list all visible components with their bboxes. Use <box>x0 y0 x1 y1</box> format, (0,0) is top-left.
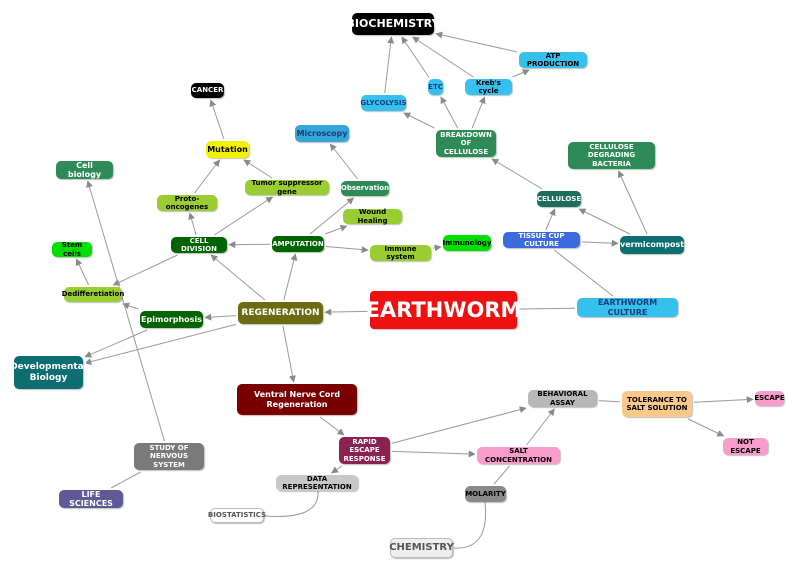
node-dedifferentiation[interactable]: Dedifferetiation <box>62 287 124 302</box>
edge-celldiv-to-proto <box>188 212 197 236</box>
edge-breakdown-to-etc <box>440 96 459 129</box>
edge-regeneration-to-devbio <box>84 323 237 365</box>
edge-nervous-to-cellbio <box>86 180 165 442</box>
node-salt-concentration[interactable]: SALT CONCENTRATION <box>477 447 560 464</box>
node-krebs-cycle[interactable]: Kreb's cycle <box>465 79 512 95</box>
node-behavioral-assay[interactable]: BEHAVIORAL ASSAY <box>528 390 597 407</box>
node-biostatistics[interactable]: BIOSTATISTICS <box>208 508 266 523</box>
edge-atp-to-biochemistry <box>435 31 518 53</box>
node-mutation[interactable]: Mutation <box>206 141 249 158</box>
edge-celldiv-to-tumor <box>214 196 274 236</box>
node-microscopy[interactable]: Microscopy <box>295 125 349 142</box>
node-tumor-suppressor-gene[interactable]: Tumor suppressor gene <box>245 179 329 196</box>
node-biochemistry[interactable]: BIOCHEMISTRY <box>347 13 439 35</box>
node-cancer[interactable]: CANCER <box>191 83 224 98</box>
node-breakdown-of-cellulose[interactable]: BREAKDOWN OF CELLULOSE <box>436 130 496 157</box>
edge-dediff-to-stemcells <box>75 258 90 286</box>
edge-salt-to-behavioral <box>526 408 555 446</box>
edge-tissuecup-to-cellulose <box>545 208 556 231</box>
edge-molarity-to-salt <box>493 465 510 485</box>
node-proto-oncogenes[interactable]: Proto-oncogenes <box>157 195 217 211</box>
edge-krebs-to-atp <box>512 69 530 78</box>
node-ventral-nerve-cord-regeneration[interactable]: Ventral Nerve Cord Regeneration <box>237 384 357 415</box>
edge-vermicompost-to-cellulose_bact <box>617 170 648 235</box>
edge-amputation-to-observation <box>309 197 355 235</box>
edge-molarity-chemistry <box>453 501 487 549</box>
edge-epimorphosis-to-devbio <box>84 329 148 358</box>
node-study-of-nervous-system[interactable]: STUDY OF NERVOUS SYSTEM <box>134 443 204 470</box>
edge-ewculture-to-tissuecup <box>553 249 614 297</box>
node-cellulose-degrading-bacteria[interactable]: CELLULOSE DEGRADING BACTERIA <box>568 142 655 169</box>
node-observation[interactable]: Observation <box>341 181 389 196</box>
edge-rapid-to-salt <box>391 450 476 458</box>
node-regeneration[interactable]: REGENERATION <box>238 302 323 324</box>
node-developmental-biology[interactable]: Developmental Biology <box>10 356 87 389</box>
edge-regeneration-to-amputation <box>283 253 298 301</box>
edge-cellulose-to-breakdown <box>491 158 543 190</box>
node-cell-division[interactable]: CELL DIVISION <box>171 237 227 253</box>
edge-regeneration-to-celldiv <box>210 254 266 301</box>
edge-tolerance-to-escape <box>693 396 754 404</box>
node-not-escape[interactable]: NOT ESCAPE <box>723 438 768 455</box>
node-data-representation[interactable]: DATA REPRESENTATION <box>276 475 358 491</box>
edge-proto-to-mutation <box>194 159 220 194</box>
node-etc[interactable]: ETC <box>428 79 443 95</box>
edge-glycolysis-to-biochemistry <box>384 36 395 94</box>
edge-earthworm-to-ewculture <box>518 307 576 310</box>
node-cellulose[interactable]: CELLULOSE <box>537 191 581 207</box>
node-immune-system[interactable]: Immune system <box>370 245 431 261</box>
edge-amputation-to-wound <box>324 224 348 235</box>
node-tolerance-to-salt-solution[interactable]: TOLERANCE TO SALT SOLUTION <box>622 391 692 417</box>
edge-vermicompost-to-cellulose <box>578 208 630 235</box>
edge-amputation-to-immune <box>325 245 369 254</box>
edge-regeneration-to-vnc <box>282 325 296 383</box>
edge-nervous-to-lifesci <box>110 471 141 489</box>
node-immunology[interactable]: Immunology <box>443 235 491 251</box>
edge-observation-to-microscopy <box>329 143 358 180</box>
node-molarity[interactable]: MOLARITY <box>465 486 506 502</box>
edge-krebs-to-biochemistry <box>412 36 474 78</box>
node-earthworm-culture[interactable]: EARTHWORM CULTURE <box>577 298 678 317</box>
node-vermicompost[interactable]: vermicompost <box>620 236 684 254</box>
node-earthworm[interactable]: EARTHWORM <box>366 291 521 329</box>
edge-etc-to-biochemistry <box>401 36 430 78</box>
node-atp-production[interactable]: ATP PRODUCTION <box>519 52 587 68</box>
node-escape[interactable]: ESCAPE <box>754 391 785 406</box>
edge-rapid-to-datarep <box>331 465 343 474</box>
edge-epimorphosis-to-dediff <box>122 302 139 310</box>
edge-regeneration-to-epimorphosis <box>204 313 237 321</box>
edge-datarep-biostat <box>264 490 319 517</box>
edge-behavioral-to-tolerance <box>598 400 621 403</box>
node-cell-biology[interactable]: Cell biology <box>56 161 113 179</box>
node-tissue-cup-culture[interactable]: TISSUE CUP CULTURE <box>503 232 580 248</box>
node-amputation[interactable]: AMPUTATION <box>272 236 324 252</box>
edge-earthworm-to-regeneration <box>324 308 369 316</box>
node-stem-cells[interactable]: Stem cells <box>52 241 92 258</box>
node-rapid-escape-response[interactable]: RAPID ESCAPE RESPONSE <box>339 437 390 464</box>
edge-tumor-to-mutation <box>243 159 273 179</box>
edge-vnc-to-rapid <box>319 416 345 436</box>
edge-breakdown-to-krebs <box>471 96 486 129</box>
node-chemistry[interactable]: CHEMISTRY <box>389 538 454 558</box>
edge-tissuecup-to-vermicompost <box>581 239 619 247</box>
edge-celldiv-to-dediff <box>112 254 178 286</box>
edge-mutation-to-cancer <box>209 99 225 140</box>
edge-rapid-to-behavioral <box>391 406 527 444</box>
edge-immune-to-immunology <box>432 244 442 252</box>
node-wound-healing[interactable]: Wound Healing <box>343 208 402 225</box>
edge-breakdown-to-glycolysis <box>403 112 435 129</box>
node-epimorphosis[interactable]: Epimorphosis <box>140 311 203 328</box>
edge-tolerance-to-notescape <box>688 418 725 437</box>
node-glycolysis[interactable]: GLYCOLYSIS <box>360 95 407 111</box>
node-life-sciences[interactable]: LIFE SCIENCES <box>59 490 123 508</box>
